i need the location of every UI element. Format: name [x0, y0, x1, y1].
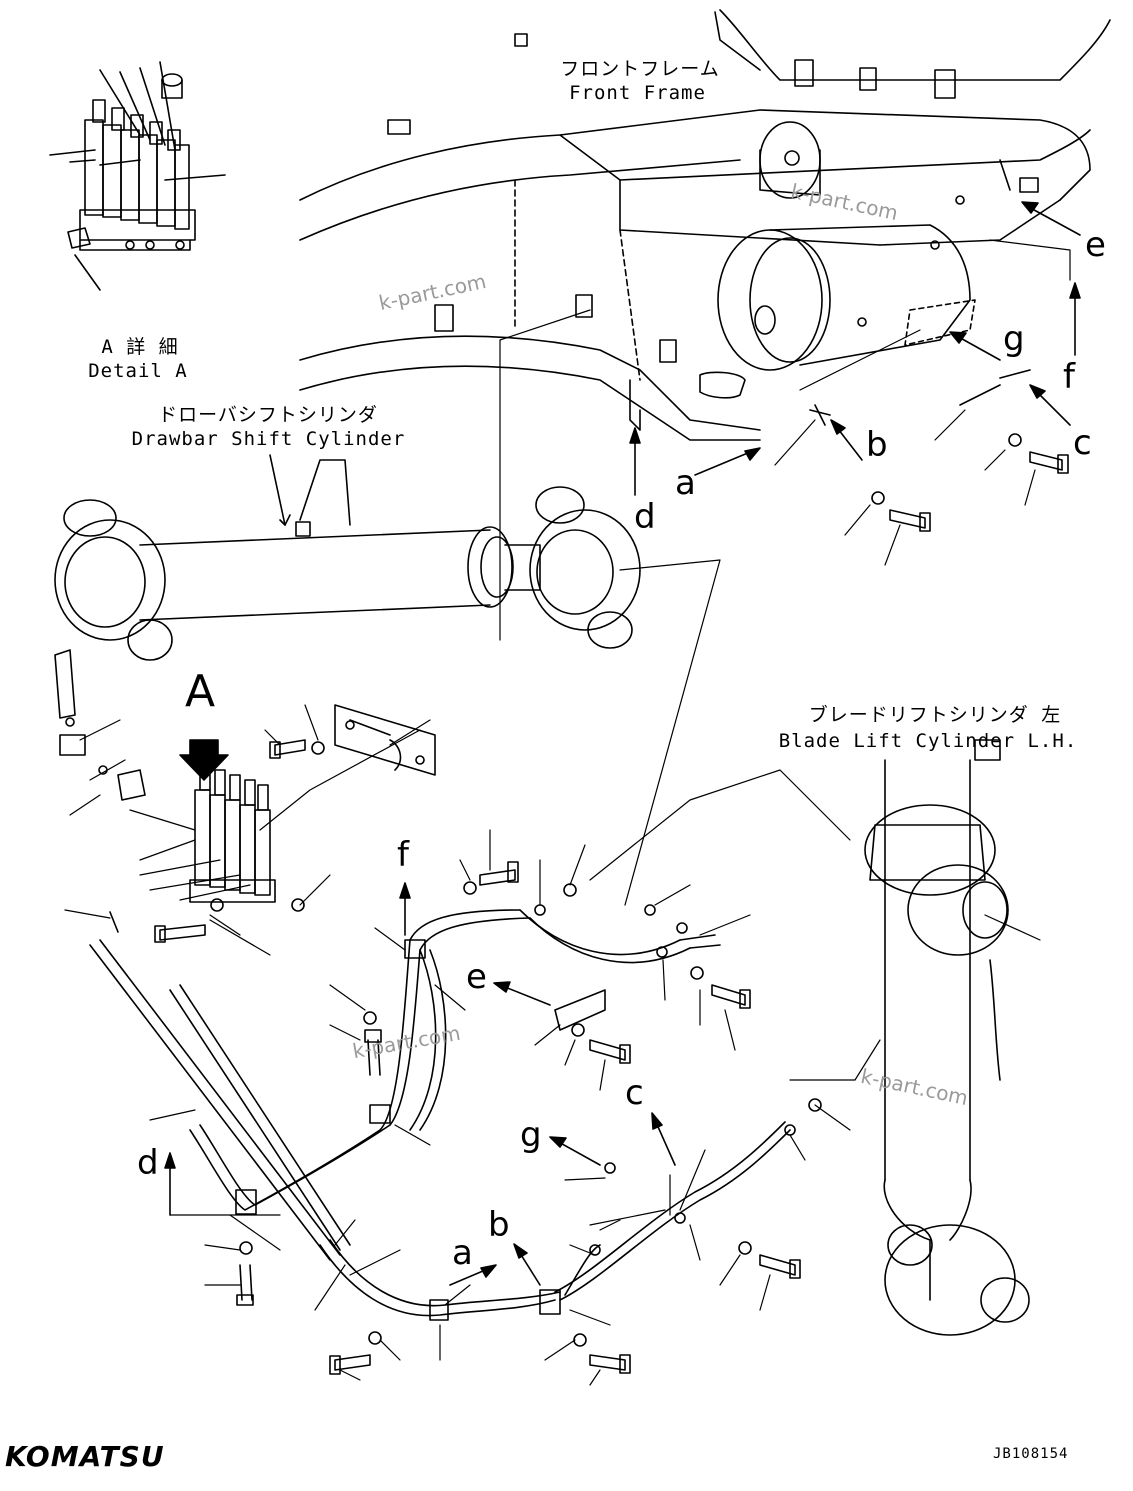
callout-mid-g: g [520, 1115, 542, 1155]
lubrication-hoses [89, 909, 791, 1321]
callout-top-b: b [866, 425, 888, 465]
blade-lift-label-en: Blade Lift Cylinder L.H. [778, 730, 1078, 752]
komatsu-logo: KOMATSU [5, 1440, 165, 1473]
callout-mid-d: d [137, 1143, 159, 1183]
callout-top-f: f [1063, 357, 1075, 397]
direction-arrows [164, 201, 1081, 1286]
blade-lift-cylinder [864, 739, 1030, 1336]
distributor-assembly [189, 704, 436, 903]
callout-top-g: g [1003, 319, 1025, 359]
detail-a-distributor [49, 61, 226, 291]
drawbar-label-en: Drawbar Shift Cylinder [131, 428, 406, 450]
front-frame [299, 9, 1111, 441]
leader-lines [64, 239, 1071, 1386]
callout-mid-c: c [625, 1073, 644, 1113]
drawbar-label-jp: ドローバシフトシリンダ [158, 404, 378, 426]
callout-mid-e: e [466, 957, 487, 997]
callout-mid-b: b [488, 1205, 510, 1245]
drawing-number: JB108154 [993, 1446, 1069, 1462]
blade-lift-label-jp: ブレードリフトシリンダ 左 [808, 704, 1062, 726]
callout-top-a: a [675, 463, 696, 503]
callout-mid-a: a [452, 1233, 473, 1273]
front-frame-label-jp: フロントフレーム [560, 58, 720, 80]
callout-top-c: c [1073, 423, 1092, 463]
callout-top-e: e [1085, 225, 1106, 265]
view-marker-a: A [185, 666, 216, 717]
detail-a-label-en: Detail A [88, 360, 188, 382]
fasteners [54, 369, 1069, 1375]
callout-top-d: d [634, 497, 656, 537]
detail-a-label-jp: A 詳 細 [101, 336, 179, 358]
drawbar-shift-cylinder [54, 454, 641, 661]
front-frame-label-en: Front Frame [569, 82, 706, 104]
callout-mid-f: f [397, 835, 409, 875]
